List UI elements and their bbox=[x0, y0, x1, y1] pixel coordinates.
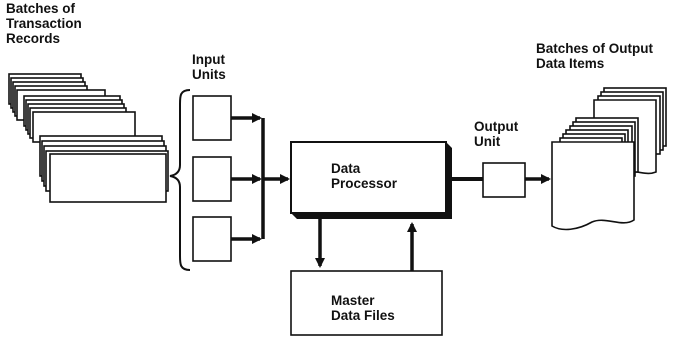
transaction-records-label: Batches of Transaction Records bbox=[6, 1, 82, 46]
card-stack-3 bbox=[39, 135, 169, 203]
input-units bbox=[192, 95, 232, 262]
output-unit-label: Output Unit bbox=[474, 119, 519, 149]
input-unit-2 bbox=[192, 156, 232, 202]
data-processor-label: Data Processor bbox=[331, 161, 398, 191]
input-unit-1 bbox=[192, 95, 232, 141]
data-processor bbox=[290, 141, 452, 219]
document-stack-front bbox=[551, 129, 635, 231]
input-unit-3 bbox=[192, 216, 232, 262]
master-data-files-label: Master Data Files bbox=[331, 293, 395, 323]
output-documents bbox=[551, 87, 667, 231]
transaction-records-stacks bbox=[8, 73, 169, 203]
input-units-brace bbox=[169, 89, 191, 271]
input-bus bbox=[231, 113, 290, 244]
master-file-links bbox=[315, 219, 417, 271]
output-unit bbox=[482, 162, 526, 198]
master-data-files bbox=[290, 270, 443, 336]
output-items-label: Batches of Output Data Items bbox=[536, 41, 653, 71]
card-stack-2 bbox=[23, 95, 136, 143]
input-units-label: Input Units bbox=[192, 52, 226, 82]
